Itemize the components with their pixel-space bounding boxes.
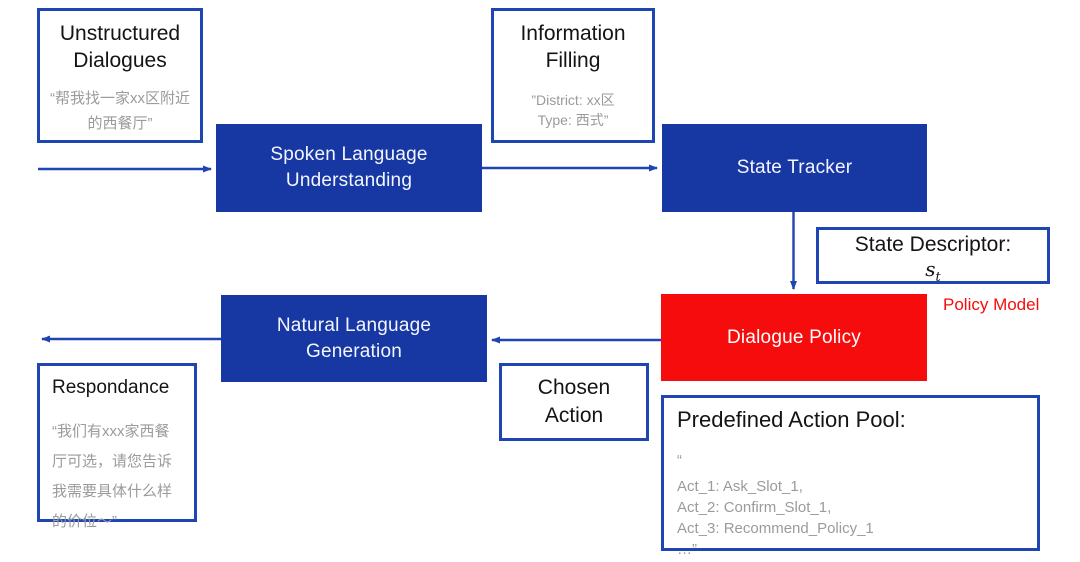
action-pool-open-quote: “ [677, 452, 682, 469]
respondance-example: “我们有xxx家西餐厅可选，请您告诉我需要具体什么样的价位～” [52, 423, 173, 530]
information-filling-box: Information Filling ”District: xx区 Type:… [491, 8, 655, 143]
state-descriptor-box: State Descriptor: st [816, 227, 1050, 285]
unstructured-dialogues-example: “帮我找一家xx区附近的西餐厅” [50, 90, 190, 132]
information-filling-example-line2: Type: 西式” [537, 112, 609, 128]
action-pool-line-3: Act_3: Recommend_Policy_1 [677, 520, 874, 537]
spoken-language-understanding-box: Spoken Language Understanding [216, 124, 482, 212]
policy-model-label: Policy Model [943, 295, 1040, 314]
respondance-box: Respondance “我们有xxx家西餐厅可选，请您告诉我需要具体什么样的价… [37, 363, 197, 530]
information-filling-example: ”District: xx区 Type: 西式” [531, 90, 614, 130]
dialogue-policy-label: Dialogue Policy [727, 326, 861, 348]
predefined-action-pool-box: Predefined Action Pool: “ Act_1: Ask_Slo… [661, 395, 1040, 558]
state-symbol-base: s [925, 257, 936, 281]
spoken-language-understanding-label: Spoken Language Understanding [270, 144, 428, 191]
respondance-title: Respondance [52, 377, 170, 398]
action-pool-line-2: Act_2: Confirm_Slot_1, [677, 499, 832, 516]
state-symbol: st [925, 257, 941, 290]
state-tracker-box: State Tracker [662, 124, 927, 212]
predefined-action-pool-title: Predefined Action Pool: [677, 407, 906, 432]
state-descriptor-title: State Descriptor: [854, 233, 1012, 256]
action-pool-ellipsis: …” [677, 541, 697, 558]
natural-language-generation-label: Natural Language Generation [276, 314, 432, 362]
unstructured-dialogues-title: Unstructured Dialogues [59, 22, 181, 72]
information-filling-title: Information Filling [520, 22, 626, 72]
unstructured-dialogues-box: Unstructured Dialogues “帮我找一家xx区附近的西餐厅” [37, 8, 203, 143]
state-symbol-subscript: t [935, 270, 941, 285]
action-pool-line-1: Act_1: Ask_Slot_1, [677, 478, 803, 495]
natural-language-generation-box: Natural Language Generation [221, 295, 487, 382]
information-filling-example-line1: ”District: xx区 [531, 92, 615, 108]
state-tracker-label: State Tracker [736, 157, 853, 178]
chosen-action-box: Chosen Action [499, 363, 649, 441]
dialogue-policy-box: Dialogue Policy [661, 294, 927, 381]
chosen-action-label: Chosen Action [537, 376, 611, 427]
